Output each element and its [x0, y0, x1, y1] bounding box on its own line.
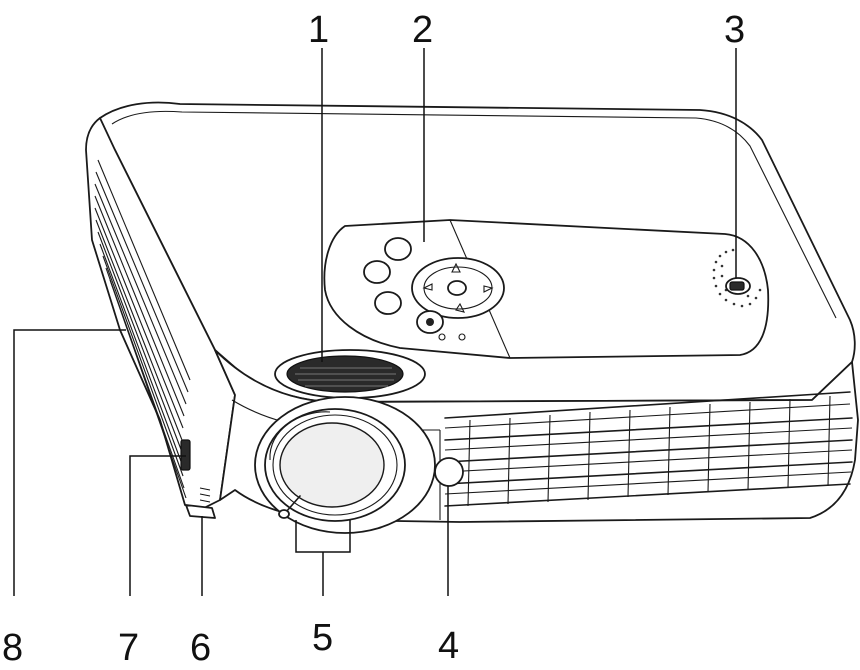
panel-button-menu	[447, 280, 467, 296]
leader-5	[295, 520, 351, 596]
callout-6: 6	[190, 627, 211, 669]
projector-top-bevel	[111, 110, 837, 319]
left-side-vents	[94, 159, 191, 499]
panel-button-source	[363, 260, 391, 284]
panel-button-power	[384, 237, 412, 261]
callout-8: 8	[2, 627, 23, 669]
speaker	[712, 248, 762, 308]
callout-2: 2	[412, 9, 433, 51]
side-connector	[180, 439, 191, 471]
leader-7	[129, 455, 186, 596]
lamp-led	[438, 333, 446, 341]
zoom-ring	[274, 349, 426, 399]
leader-lines	[13, 48, 737, 596]
panel-button-resync	[374, 291, 402, 315]
front-vent-grille	[444, 391, 853, 507]
projection-lens	[254, 396, 436, 534]
temp-led	[458, 333, 466, 341]
callout-7: 7	[118, 627, 139, 669]
callout-4: 4	[438, 625, 459, 667]
ir-receiver	[434, 457, 464, 487]
leader-8	[13, 329, 126, 596]
elevator-foot	[185, 504, 216, 519]
projector-illustration	[85, 101, 859, 534]
callout-3: 3	[724, 9, 745, 51]
callout-1: 1	[308, 9, 329, 51]
callout-5: 5	[312, 617, 333, 659]
control-panel	[323, 219, 770, 359]
callout-numbers: 1 2 3 4 5 6 7 8	[2, 9, 745, 669]
